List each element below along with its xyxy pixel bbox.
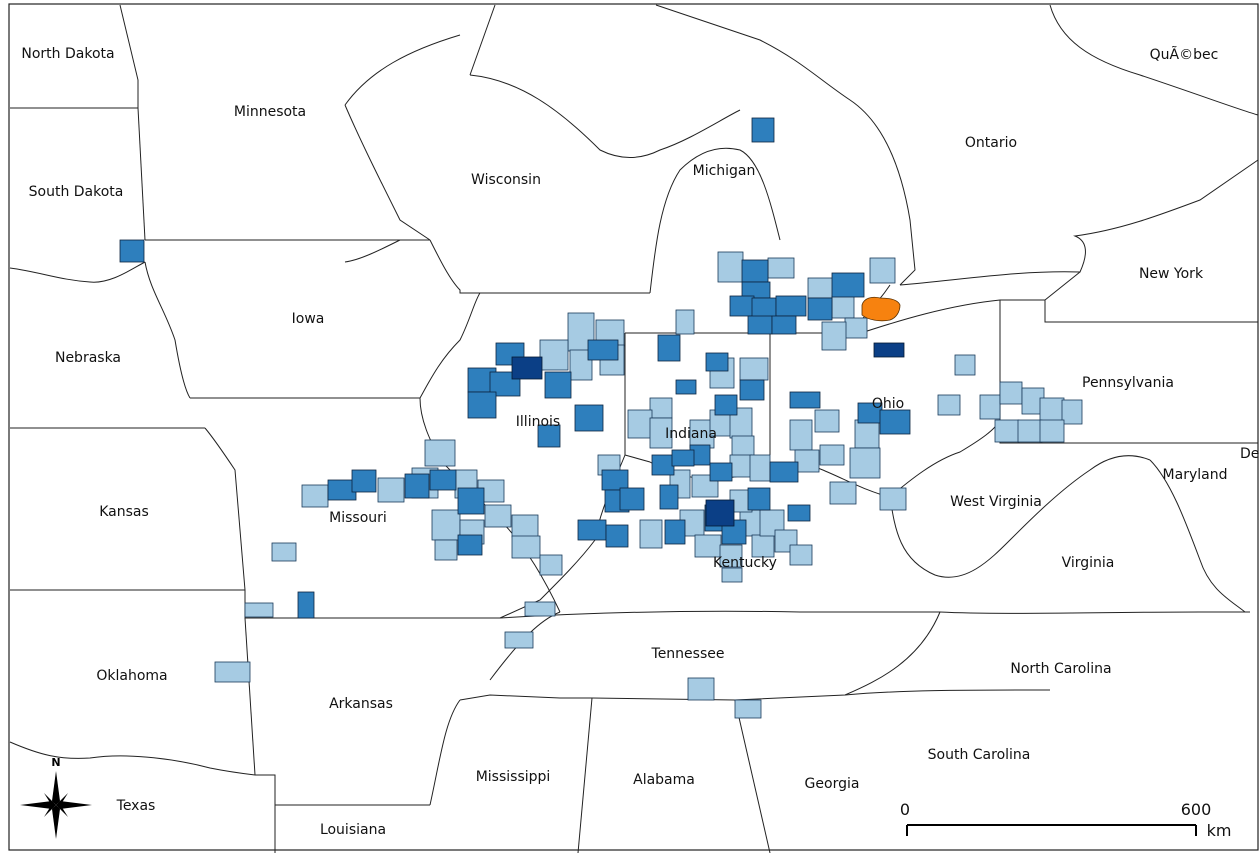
label-south-dakota: South Dakota — [29, 184, 124, 200]
label-michigan: Michigan — [693, 163, 756, 179]
label-pennsylvania: Pennsylvania — [1082, 375, 1174, 391]
label-maryland: Maryland — [1163, 467, 1228, 483]
scale-bar: 0 600 km — [900, 800, 1232, 840]
state-boundaries — [9, 4, 1259, 853]
label-north-dakota: North Dakota — [21, 46, 114, 62]
county-layer-medium — [119, 117, 911, 619]
label-tennessee: Tennessee — [651, 646, 725, 662]
label-virginia: Virginia — [1062, 555, 1115, 571]
label-alabama: Alabama — [633, 772, 695, 788]
label-south-carolina: South Carolina — [928, 747, 1031, 763]
compass-rose-icon: N — [20, 756, 92, 839]
label-quebec: QuÃ©bec — [1150, 46, 1219, 63]
highlight-region — [861, 296, 901, 322]
label-delaware: Dela — [1240, 446, 1259, 462]
map-frame — [8, 3, 1259, 851]
scale-start-label: 0 — [900, 800, 910, 819]
label-georgia: Georgia — [805, 776, 860, 792]
label-arkansas: Arkansas — [329, 696, 393, 712]
label-west-virginia: West Virginia — [950, 494, 1042, 510]
label-kentucky: Kentucky — [713, 555, 777, 571]
label-kansas: Kansas — [99, 504, 149, 520]
label-ohio: Ohio — [872, 396, 904, 412]
scale-unit-label: km — [1207, 821, 1232, 840]
label-mississippi: Mississippi — [476, 769, 551, 785]
label-new-york: New York — [1139, 266, 1204, 282]
label-iowa: Iowa — [292, 311, 325, 327]
label-texas: Texas — [116, 798, 156, 814]
county-layer-light — [214, 251, 1083, 719]
map-labels: North Dakota Minnesota South Dakota Wisc… — [21, 46, 1259, 838]
scale-end-label: 600 — [1181, 800, 1212, 819]
label-nebraska: Nebraska — [55, 350, 121, 366]
label-ontario: Ontario — [965, 135, 1017, 151]
label-illinois: Illinois — [516, 414, 560, 430]
county-layer-dark — [511, 342, 905, 527]
label-minnesota: Minnesota — [234, 104, 306, 120]
label-north-carolina: North Carolina — [1010, 661, 1111, 677]
label-wisconsin: Wisconsin — [471, 172, 541, 188]
compass-north-label: N — [51, 756, 60, 769]
label-louisiana: Louisiana — [320, 822, 386, 838]
label-indiana: Indiana — [665, 426, 717, 442]
label-oklahoma: Oklahoma — [96, 668, 167, 684]
label-missouri: Missouri — [329, 510, 387, 526]
